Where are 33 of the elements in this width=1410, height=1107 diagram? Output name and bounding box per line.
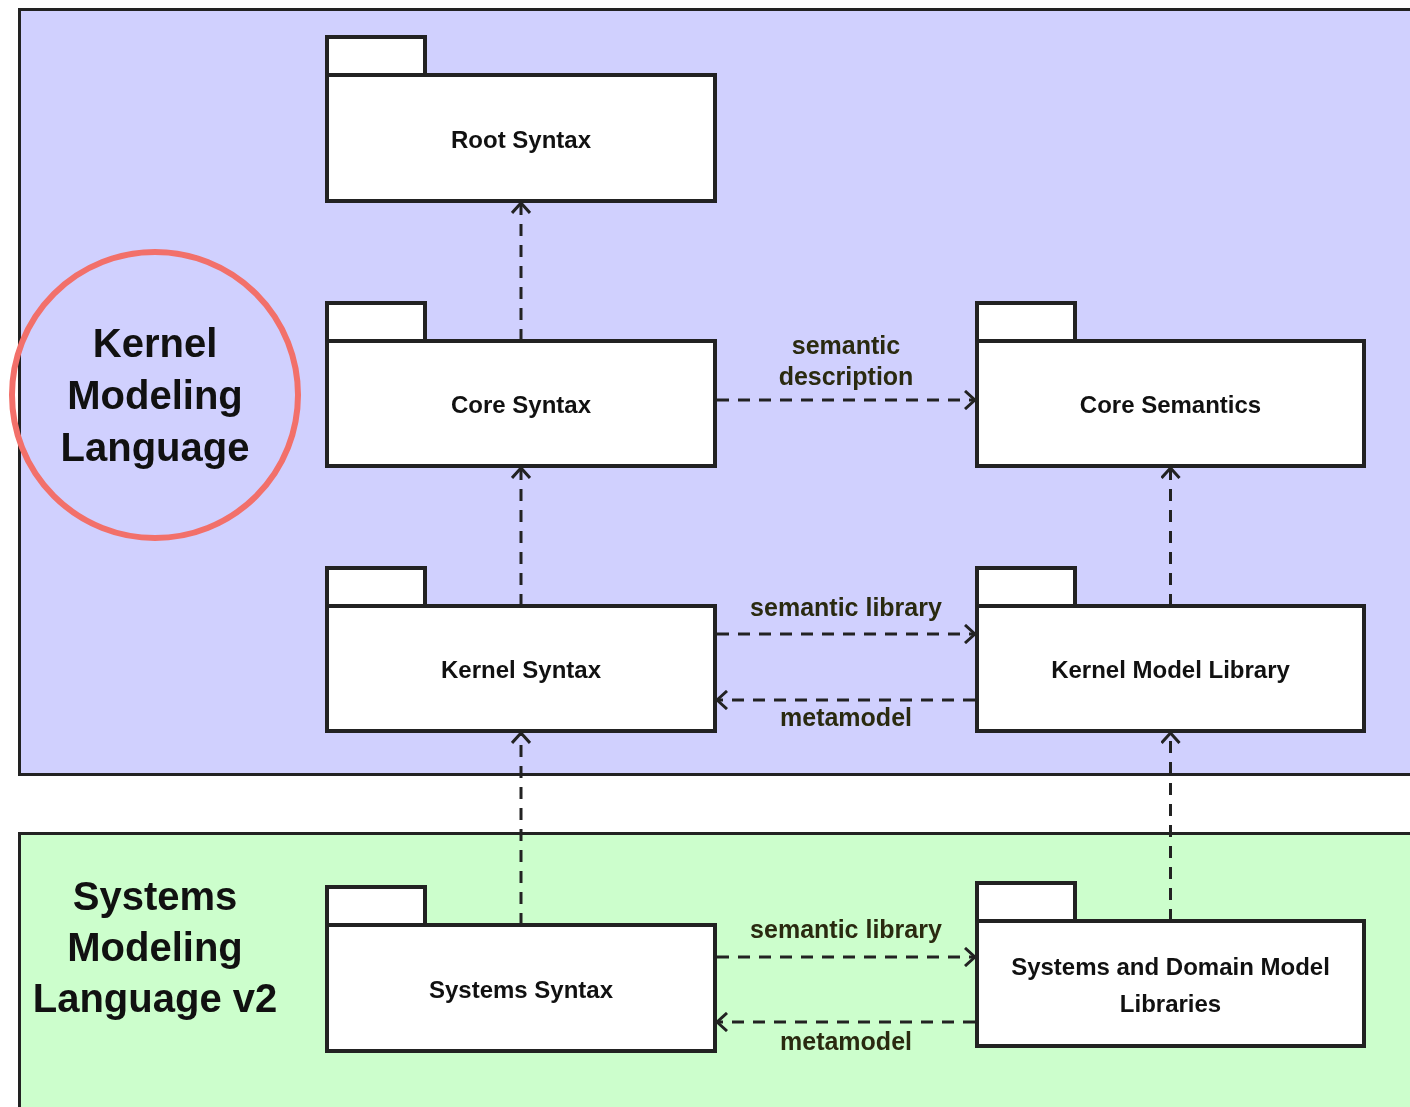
package-box [975,301,1366,468]
package-label: Systems Syntax [428,974,614,1005]
edge-label: metamodel [780,1026,912,1057]
package-label: Systems and Domain Model Libraries [1010,951,1331,1019]
package-label: Kernel Syntax [440,655,602,685]
package-label: Root Syntax [451,124,591,155]
dependency-arrow [510,201,532,341]
dependency-arrow [510,731,532,925]
dependency-arrow [715,689,975,711]
package-box [325,566,717,733]
dependency-arrow [717,389,977,411]
dependency-arrow [1160,466,1181,606]
dependency-arrow [717,623,977,645]
dependency-arrow [717,946,977,968]
package-label: Core Semantics [1079,390,1262,420]
package-box [325,301,717,468]
region-title: Systems Modeling Language v2 [31,873,279,1022]
package-box [325,885,717,1053]
dependency-arrow [510,466,532,606]
circle-label: Kernel Modeling Language [59,320,251,471]
package-label: Kernel Model Library [1051,655,1290,685]
region-panel [18,832,1410,1107]
highlight-circle [9,249,301,541]
edge-label: semantic library [750,914,942,945]
dependency-arrow [715,1011,975,1033]
package-box [975,566,1366,733]
package-box [975,881,1366,1048]
edge-label: semantic library [750,592,942,623]
edge-label: metamodel [780,702,912,733]
dependency-arrow [1160,731,1181,921]
edge-label: semantic description [777,330,915,392]
package-label: Core Syntax [450,390,592,420]
package-box [325,35,717,203]
